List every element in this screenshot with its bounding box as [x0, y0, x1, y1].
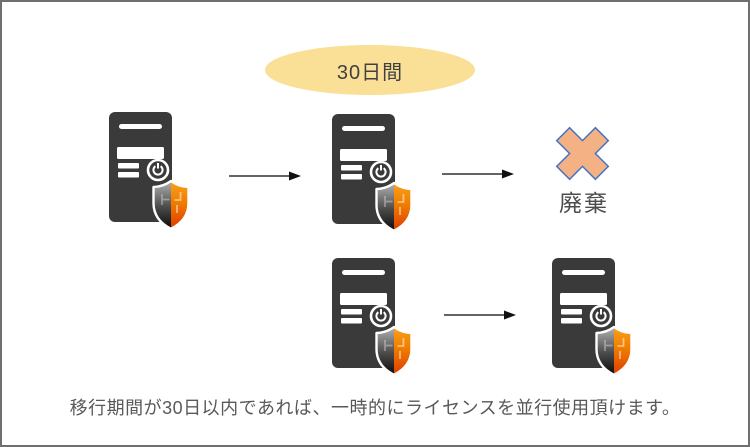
caption-text: 移行期間が30日以内であれば、一時的にライセンスを並行使用頂けます。 — [69, 398, 681, 418]
arrow-right-icon — [229, 170, 301, 182]
server-tower-source-icon — [332, 258, 413, 376]
duration-ellipse: 30日間 — [265, 45, 475, 95]
x-discard-icon — [555, 126, 610, 181]
arrow-right-icon — [444, 309, 516, 321]
server-tower-new-icon — [552, 258, 633, 376]
duration-label: 30日間 — [336, 61, 404, 84]
disposal-label: 廃棄 — [559, 190, 609, 216]
server-tower-old-icon — [109, 112, 190, 230]
arrow-right-icon — [442, 168, 514, 180]
server-tower-temporary-icon — [332, 114, 413, 232]
